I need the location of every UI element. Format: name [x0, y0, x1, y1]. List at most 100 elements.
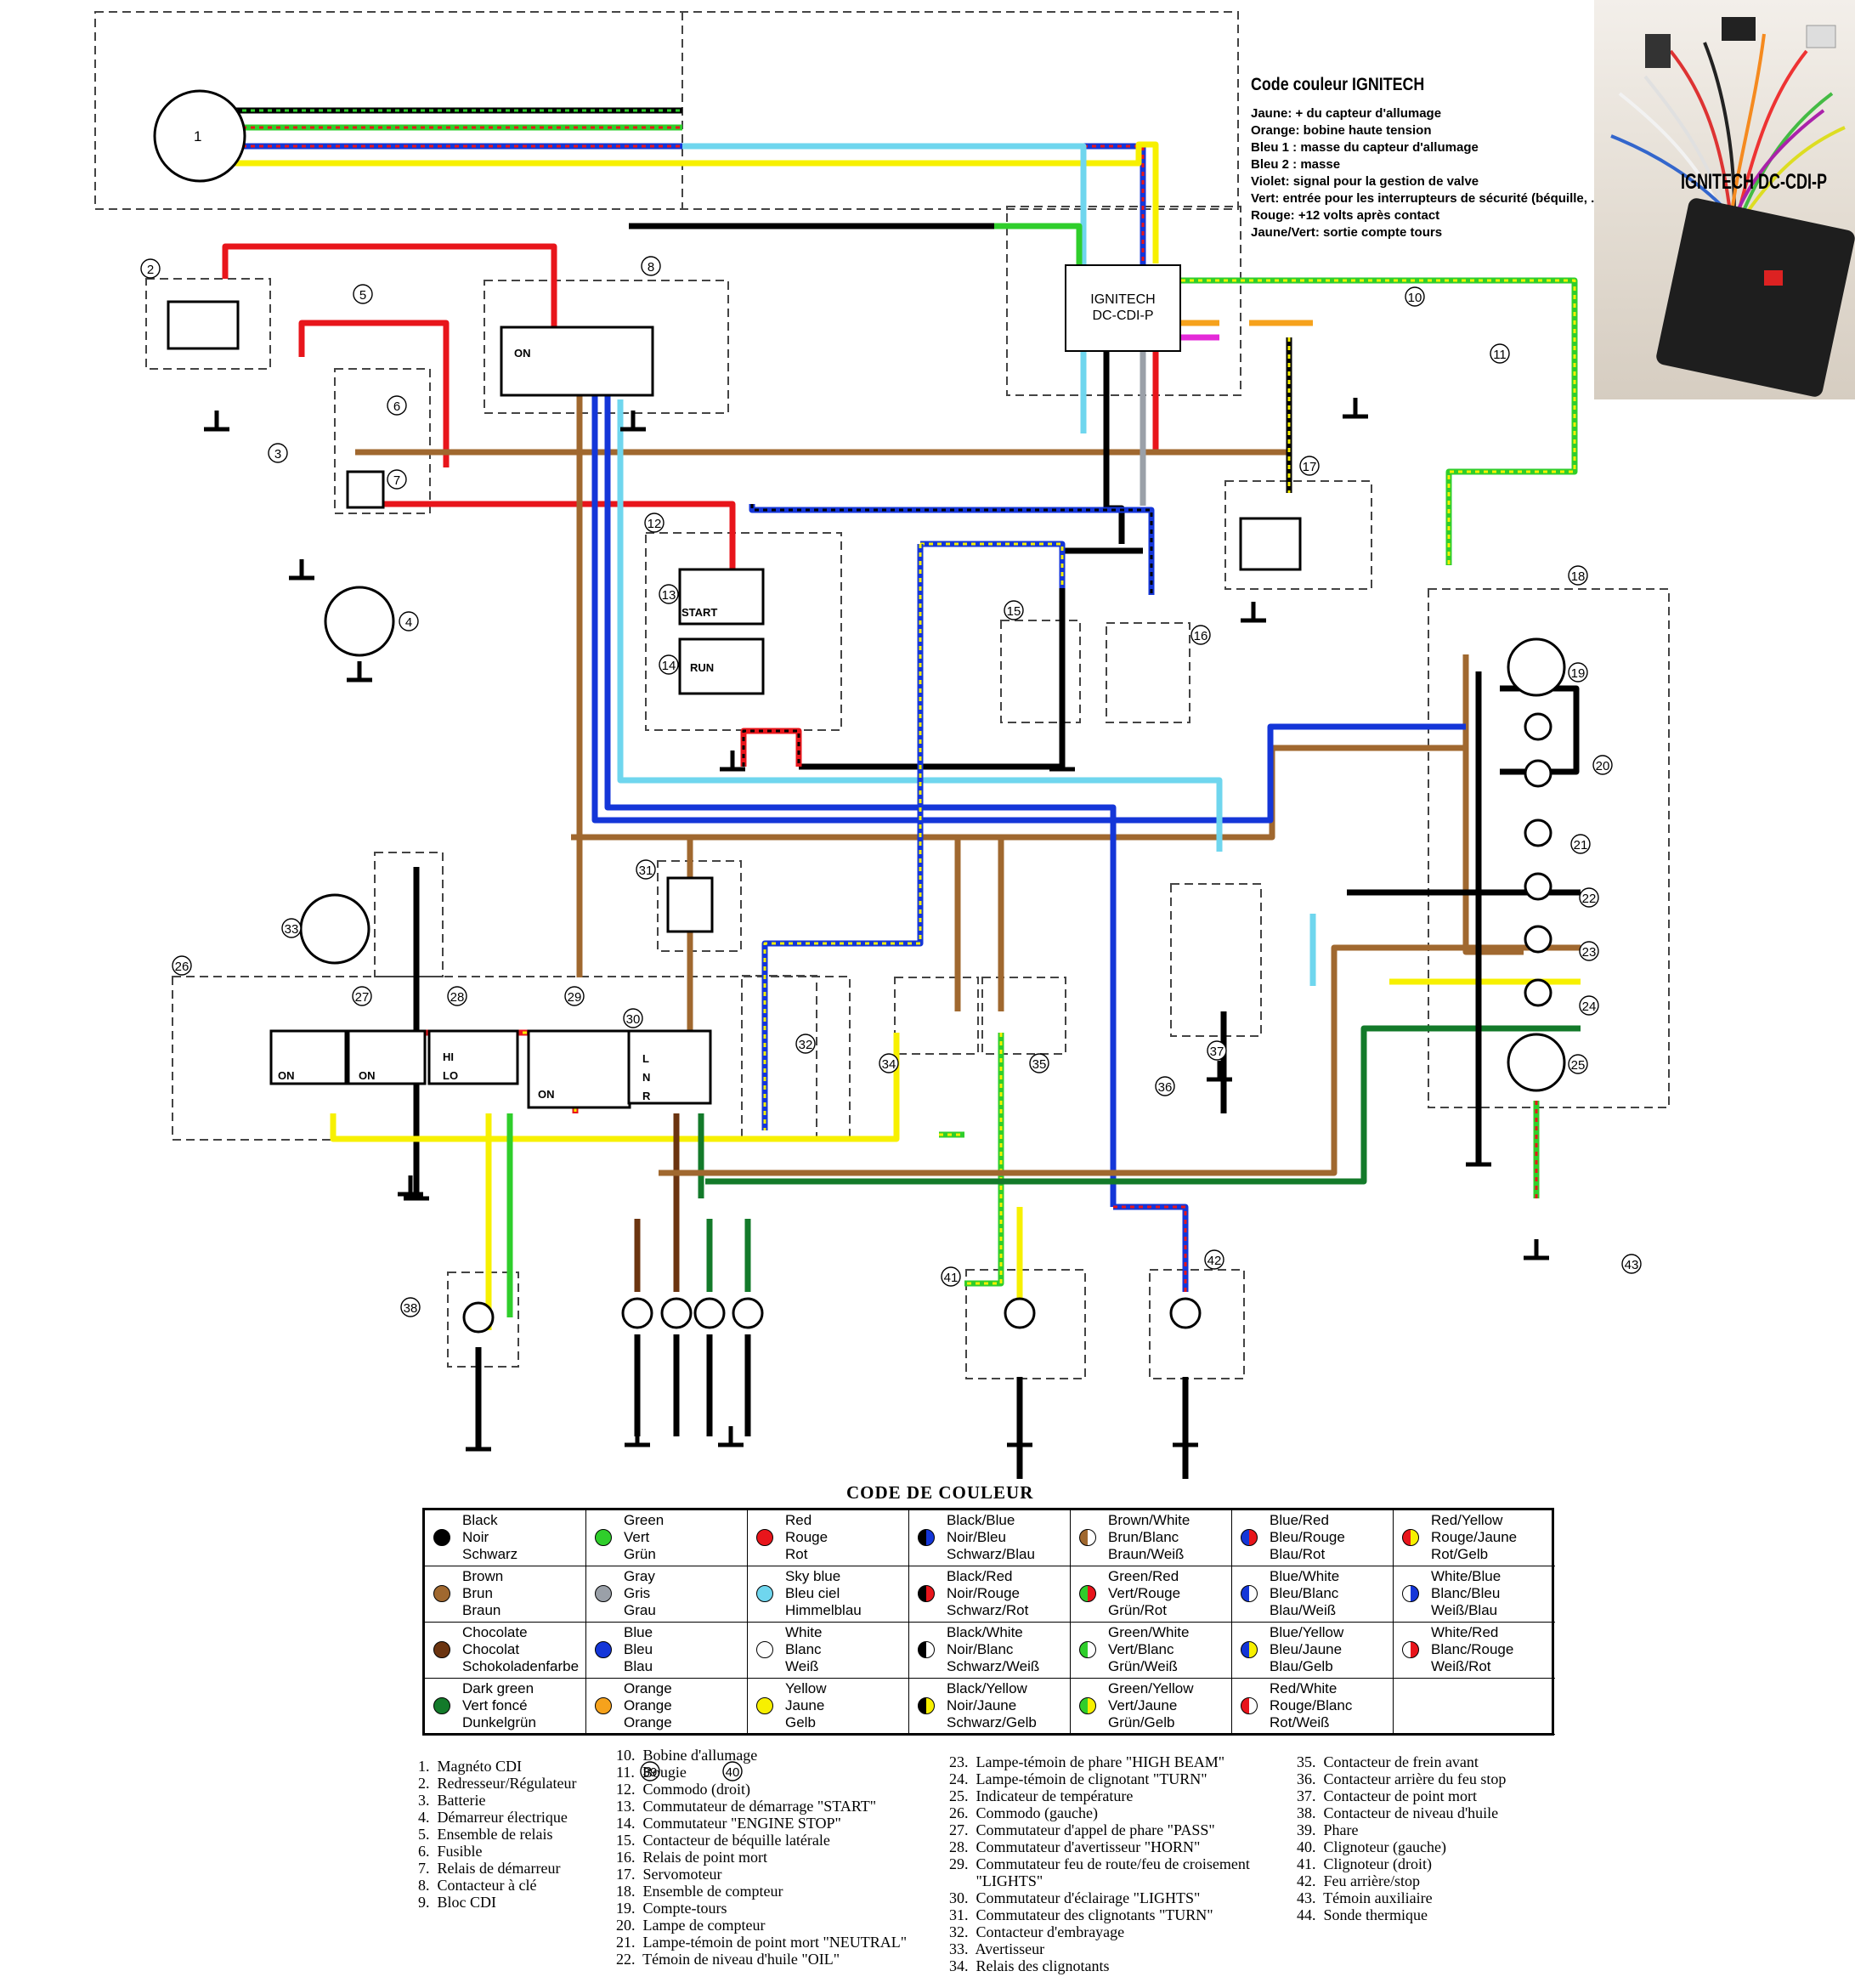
notes-line: Vert: entrée pour les interrupteurs de s… — [1251, 191, 1606, 206]
component-number-ring — [1204, 1249, 1224, 1270]
legend-label-line: Rouge/Blanc — [1270, 1697, 1353, 1713]
notes-line: Bleu 1 : masse du capteur d'allumage — [1251, 140, 1479, 155]
flasher-relay — [666, 876, 714, 933]
reg-red — [222, 243, 557, 327]
bulb-4 — [462, 1301, 495, 1334]
component-number: 1 — [194, 128, 201, 144]
legend-label-line: Blau/Gelb — [1270, 1658, 1333, 1674]
legend-swatch — [1079, 1697, 1096, 1714]
legend-label-line: White/Blue — [1431, 1568, 1502, 1584]
legend-label-line: Grün/Rot — [1108, 1602, 1167, 1618]
legend-label-line: Brown — [462, 1568, 504, 1584]
legend-swatch — [918, 1529, 935, 1546]
component-number-ring — [1579, 887, 1599, 908]
ground-pass — [404, 1180, 429, 1201]
legend-label-line: Jaune — [785, 1697, 825, 1713]
component-number: 21 — [1574, 838, 1588, 852]
legend-swatch — [595, 1641, 612, 1658]
legend-label-line: Brun/Blanc — [1108, 1529, 1179, 1545]
legend-label-line: Red/White — [1270, 1680, 1338, 1696]
legend-label-line: Blau/Weiß — [1270, 1602, 1337, 1618]
component-number-ring — [795, 1034, 816, 1054]
component-number: 27 — [355, 990, 370, 1005]
legend-label-line: Red — [785, 1512, 812, 1528]
ignitech-color-notes: Code couleur IGNITECH Jaune: + du capteu… — [1251, 75, 1606, 241]
legend-label-line: Weiß — [785, 1658, 819, 1674]
component-number: 12 — [648, 517, 662, 531]
relay-red — [298, 320, 450, 467]
run-rb — [740, 728, 802, 767]
legend-label-line: Noir/Jaune — [947, 1697, 1017, 1713]
run-switch — [678, 637, 765, 695]
relay-start — [365, 501, 736, 578]
stop-bw-stripe — [799, 551, 1143, 767]
switch-label-lo: LO — [443, 1069, 458, 1082]
legend-label-line: Bleu — [624, 1641, 653, 1657]
main-switch-box — [484, 280, 729, 414]
switch-label-on: ON — [278, 1069, 295, 1082]
legend-label-line: White — [785, 1624, 823, 1640]
right-handlebar-box — [645, 532, 842, 731]
component-number-ring — [400, 1297, 421, 1317]
component-number-ring — [281, 918, 302, 938]
brown-bus — [355, 449, 1292, 493]
legend-swatch — [1402, 1585, 1419, 1602]
component-number-ring — [564, 986, 585, 1006]
component-number: 28 — [450, 990, 465, 1005]
legend-label-line: Blue — [624, 1624, 653, 1640]
ground-stop — [1049, 750, 1075, 772]
legend-label-line: Black/White — [947, 1624, 1023, 1640]
legend-swatch — [433, 1697, 450, 1714]
legend-label-line: Chocolate — [462, 1624, 528, 1640]
relay-start-stripe — [365, 504, 732, 578]
legend-label-line: Gelb — [785, 1714, 816, 1730]
parts-list-col1: 1. Magnéto CDI 2. Redresseur/Régulateur … — [418, 1758, 577, 1911]
starter-motor — [324, 586, 395, 657]
switch-label-run: RUN — [690, 661, 714, 674]
legend-label-line: Black/Yellow — [947, 1680, 1027, 1696]
legend-label-line: Vert/Rouge — [1108, 1585, 1181, 1601]
legend-label-line: Brown/White — [1108, 1512, 1190, 1528]
legend-label-line: Orange — [624, 1680, 672, 1696]
component-number-ring — [399, 611, 419, 632]
meter-blue — [591, 396, 1466, 824]
legend-label-line: Vert/Jaune — [1108, 1697, 1178, 1713]
magneto-box — [94, 11, 1239, 210]
hi-yellow — [330, 1033, 900, 1142]
legend-label-line: Rot — [785, 1546, 808, 1562]
legend-label-line: Black/Blue — [947, 1512, 1015, 1528]
legend-label-line: Schwarz/Rot — [947, 1602, 1029, 1618]
legend-swatch — [756, 1529, 773, 1546]
component-number-ring — [1592, 755, 1613, 775]
component-number: 25 — [1571, 1058, 1586, 1073]
component-number: 31 — [639, 864, 653, 878]
legend-swatch — [433, 1585, 450, 1602]
brown-mid — [571, 745, 1466, 841]
parts-list-col3: 23. Lampe-témoin de phare "HIGH BEAM" 24… — [949, 1753, 1250, 1974]
cdi-ground — [1103, 352, 1125, 544]
component-number: 10 — [1408, 291, 1422, 305]
ground-start — [720, 750, 745, 772]
parts-list-col2: 10. Bobine d'allumage 11. Bougie 12. Com… — [616, 1747, 908, 1968]
aux-lamp-box — [1149, 1269, 1245, 1379]
legend-label-line: Chocolat — [462, 1641, 520, 1657]
legend-label-line: Blue/Yellow — [1270, 1624, 1344, 1640]
